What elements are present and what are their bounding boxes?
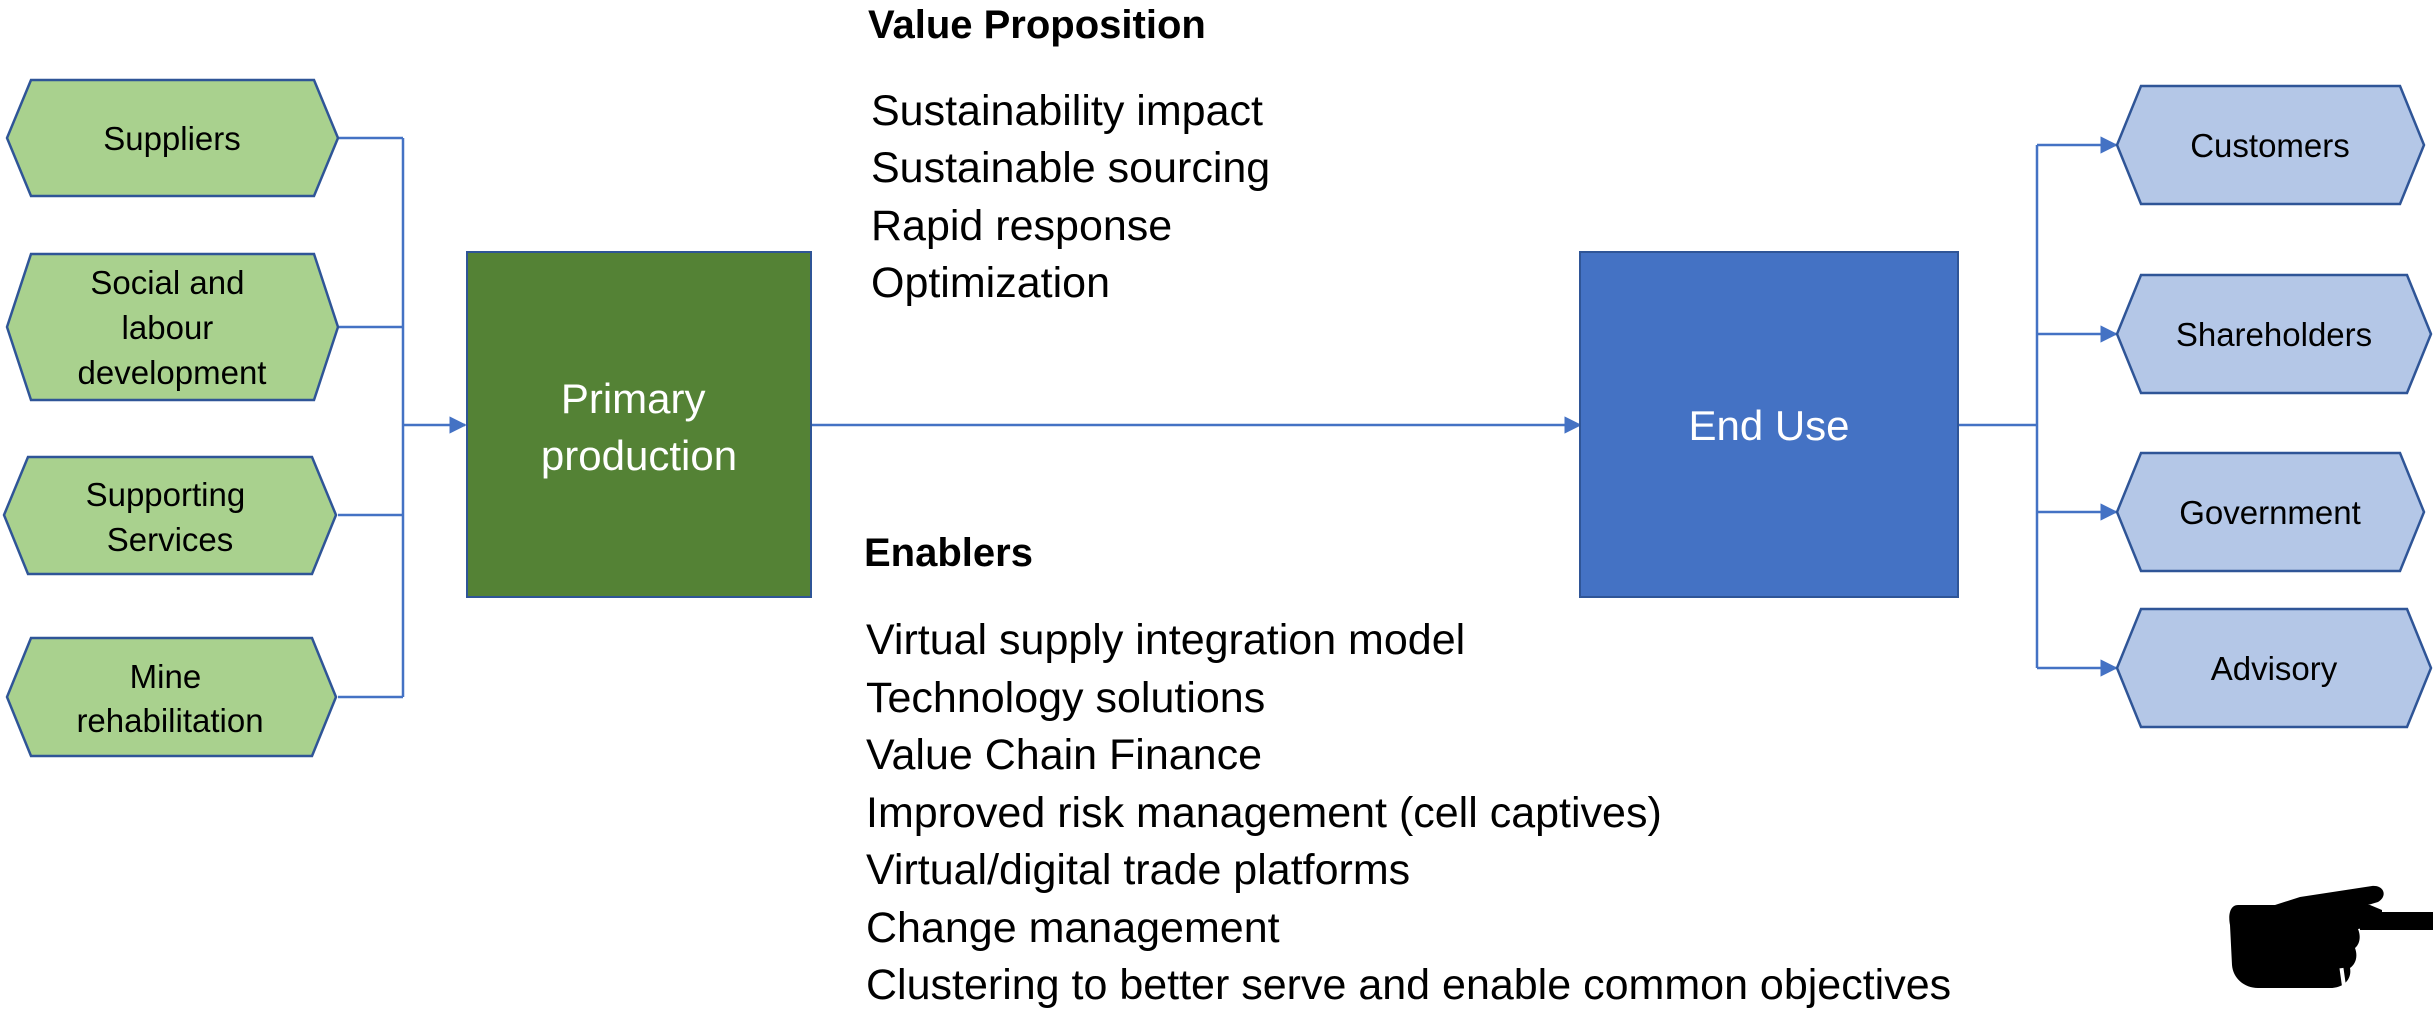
output-label-government: Government xyxy=(2179,494,2361,531)
output-node-shareholders: Shareholders xyxy=(2115,273,2433,395)
primary-production-label: Primary production xyxy=(541,375,737,479)
output-label-advisory: Advisory xyxy=(2211,650,2338,687)
value-proposition-item: Rapid response xyxy=(871,202,1172,250)
value-proposition-item: Sustainability impact xyxy=(871,87,1263,135)
input-node-mine-rehabilitation: Mine rehabilitation xyxy=(5,636,338,758)
pointing-hand-icon xyxy=(2229,885,2433,991)
input-label-suppliers: Suppliers xyxy=(103,120,241,157)
value-proposition: Value Proposition Sustainability impact … xyxy=(868,3,1270,307)
value-proposition-item: Sustainable sourcing xyxy=(871,144,1270,192)
value-proposition-title: Value Proposition xyxy=(868,3,1206,47)
enablers-item: Virtual/digital trade platforms xyxy=(866,846,1410,894)
input-node-social-labour: Social and labour development xyxy=(5,252,340,402)
output-node-customers: Customers xyxy=(2115,84,2426,206)
value-proposition-item: Optimization xyxy=(871,259,1110,307)
input-connectors xyxy=(338,136,467,699)
enablers-title: Enablers xyxy=(864,531,1033,575)
enablers: Enablers Virtual supply integration mode… xyxy=(864,531,1951,1009)
output-label-customers: Customers xyxy=(2190,127,2350,164)
output-node-advisory: Advisory xyxy=(2115,607,2433,729)
enablers-item: Technology solutions xyxy=(866,674,1265,722)
end-use-label: End Use xyxy=(1688,402,1849,449)
enablers-item: Value Chain Finance xyxy=(866,731,1262,779)
enablers-item: Improved risk management (cell captives) xyxy=(866,789,1662,837)
output-label-shareholders: Shareholders xyxy=(2176,316,2372,353)
output-node-government: Government xyxy=(2115,451,2426,573)
enablers-item: Clustering to better serve and enable co… xyxy=(866,961,1951,1009)
input-label-mine-rehabilitation: Mine rehabilitation xyxy=(76,658,263,739)
input-label-social-labour: Social and labour development xyxy=(78,264,267,391)
input-label-supporting-services: Supporting Services xyxy=(86,476,255,558)
output-connectors xyxy=(1958,136,2118,677)
input-node-supporting-services: Supporting Services xyxy=(2,455,338,576)
enablers-item: Virtual supply integration model xyxy=(866,616,1465,664)
enablers-item: Change management xyxy=(866,904,1280,952)
input-node-suppliers: Suppliers xyxy=(5,78,340,198)
end-use-box: End Use xyxy=(1579,251,1959,598)
primary-production-box: Primary production xyxy=(466,251,812,598)
